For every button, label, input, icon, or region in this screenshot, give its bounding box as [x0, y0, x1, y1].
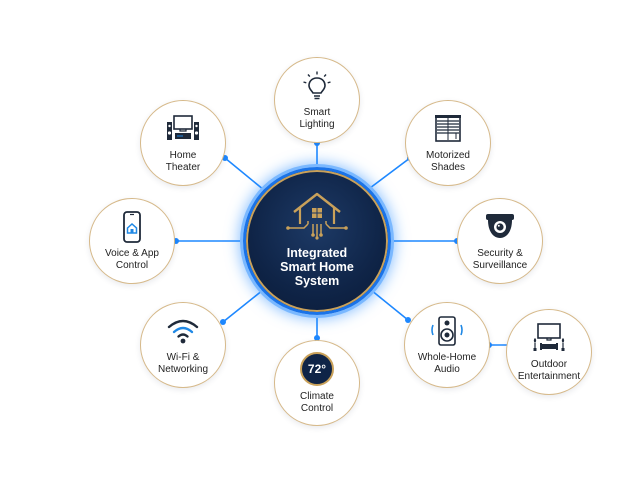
node-label: Whole-Home Audio [417, 352, 477, 375]
node-wifi-networking[interactable]: Wi-Fi & Networking [140, 302, 226, 388]
smart-house-circuit-icon [286, 192, 348, 240]
node-label: Climate Control [300, 391, 334, 414]
node-outdoor-entertainment[interactable]: Outdoor Entertainment [506, 309, 592, 395]
smartphone-icon [123, 211, 141, 243]
node-smart-lighting[interactable]: Smart Lighting [274, 57, 360, 143]
thermostat-icon: 72° [300, 352, 334, 386]
light-bulb-icon [303, 71, 331, 100]
connector-theater [224, 157, 265, 191]
node-label: Smart Lighting [299, 107, 335, 130]
node-whole-home-audio[interactable]: Whole-Home Audio [404, 302, 490, 388]
node-home-theater[interactable]: Home Theater [140, 100, 226, 186]
node-label: Voice & App Control [105, 248, 159, 271]
window-shades-icon [435, 115, 461, 142]
node-label: Motorized Shades [426, 150, 470, 173]
connector-wifi [222, 289, 264, 323]
connector-motorized-shades [369, 157, 411, 189]
node-label: Outdoor Entertainment [517, 359, 581, 382]
node-climate-control[interactable]: 72° Climate Control [274, 340, 360, 426]
central-hub[interactable]: Integrated Smart Home System [243, 167, 391, 315]
speaker-icon [431, 316, 463, 346]
connector-dot [314, 335, 320, 341]
node-security-surveillance[interactable]: Security & Surveillance [457, 198, 543, 284]
node-motorized-shades[interactable]: Motorized Shades [405, 100, 491, 186]
outdoor-tv-icon [533, 323, 565, 351]
connector-dot [220, 319, 226, 325]
wifi-icon [167, 319, 199, 344]
node-label: Home Theater [165, 150, 201, 173]
thermostat-reading: 72° [307, 362, 327, 376]
node-label: Security & Surveillance [472, 248, 528, 271]
node-label: Wi-Fi & Networking [157, 352, 209, 375]
connector-audio [370, 289, 409, 321]
hub-title: Integrated Smart Home System [280, 246, 354, 288]
home-theater-icon [167, 115, 199, 140]
node-voice-app-control[interactable]: Voice & App Control [89, 198, 175, 284]
security-camera-icon [486, 214, 514, 238]
